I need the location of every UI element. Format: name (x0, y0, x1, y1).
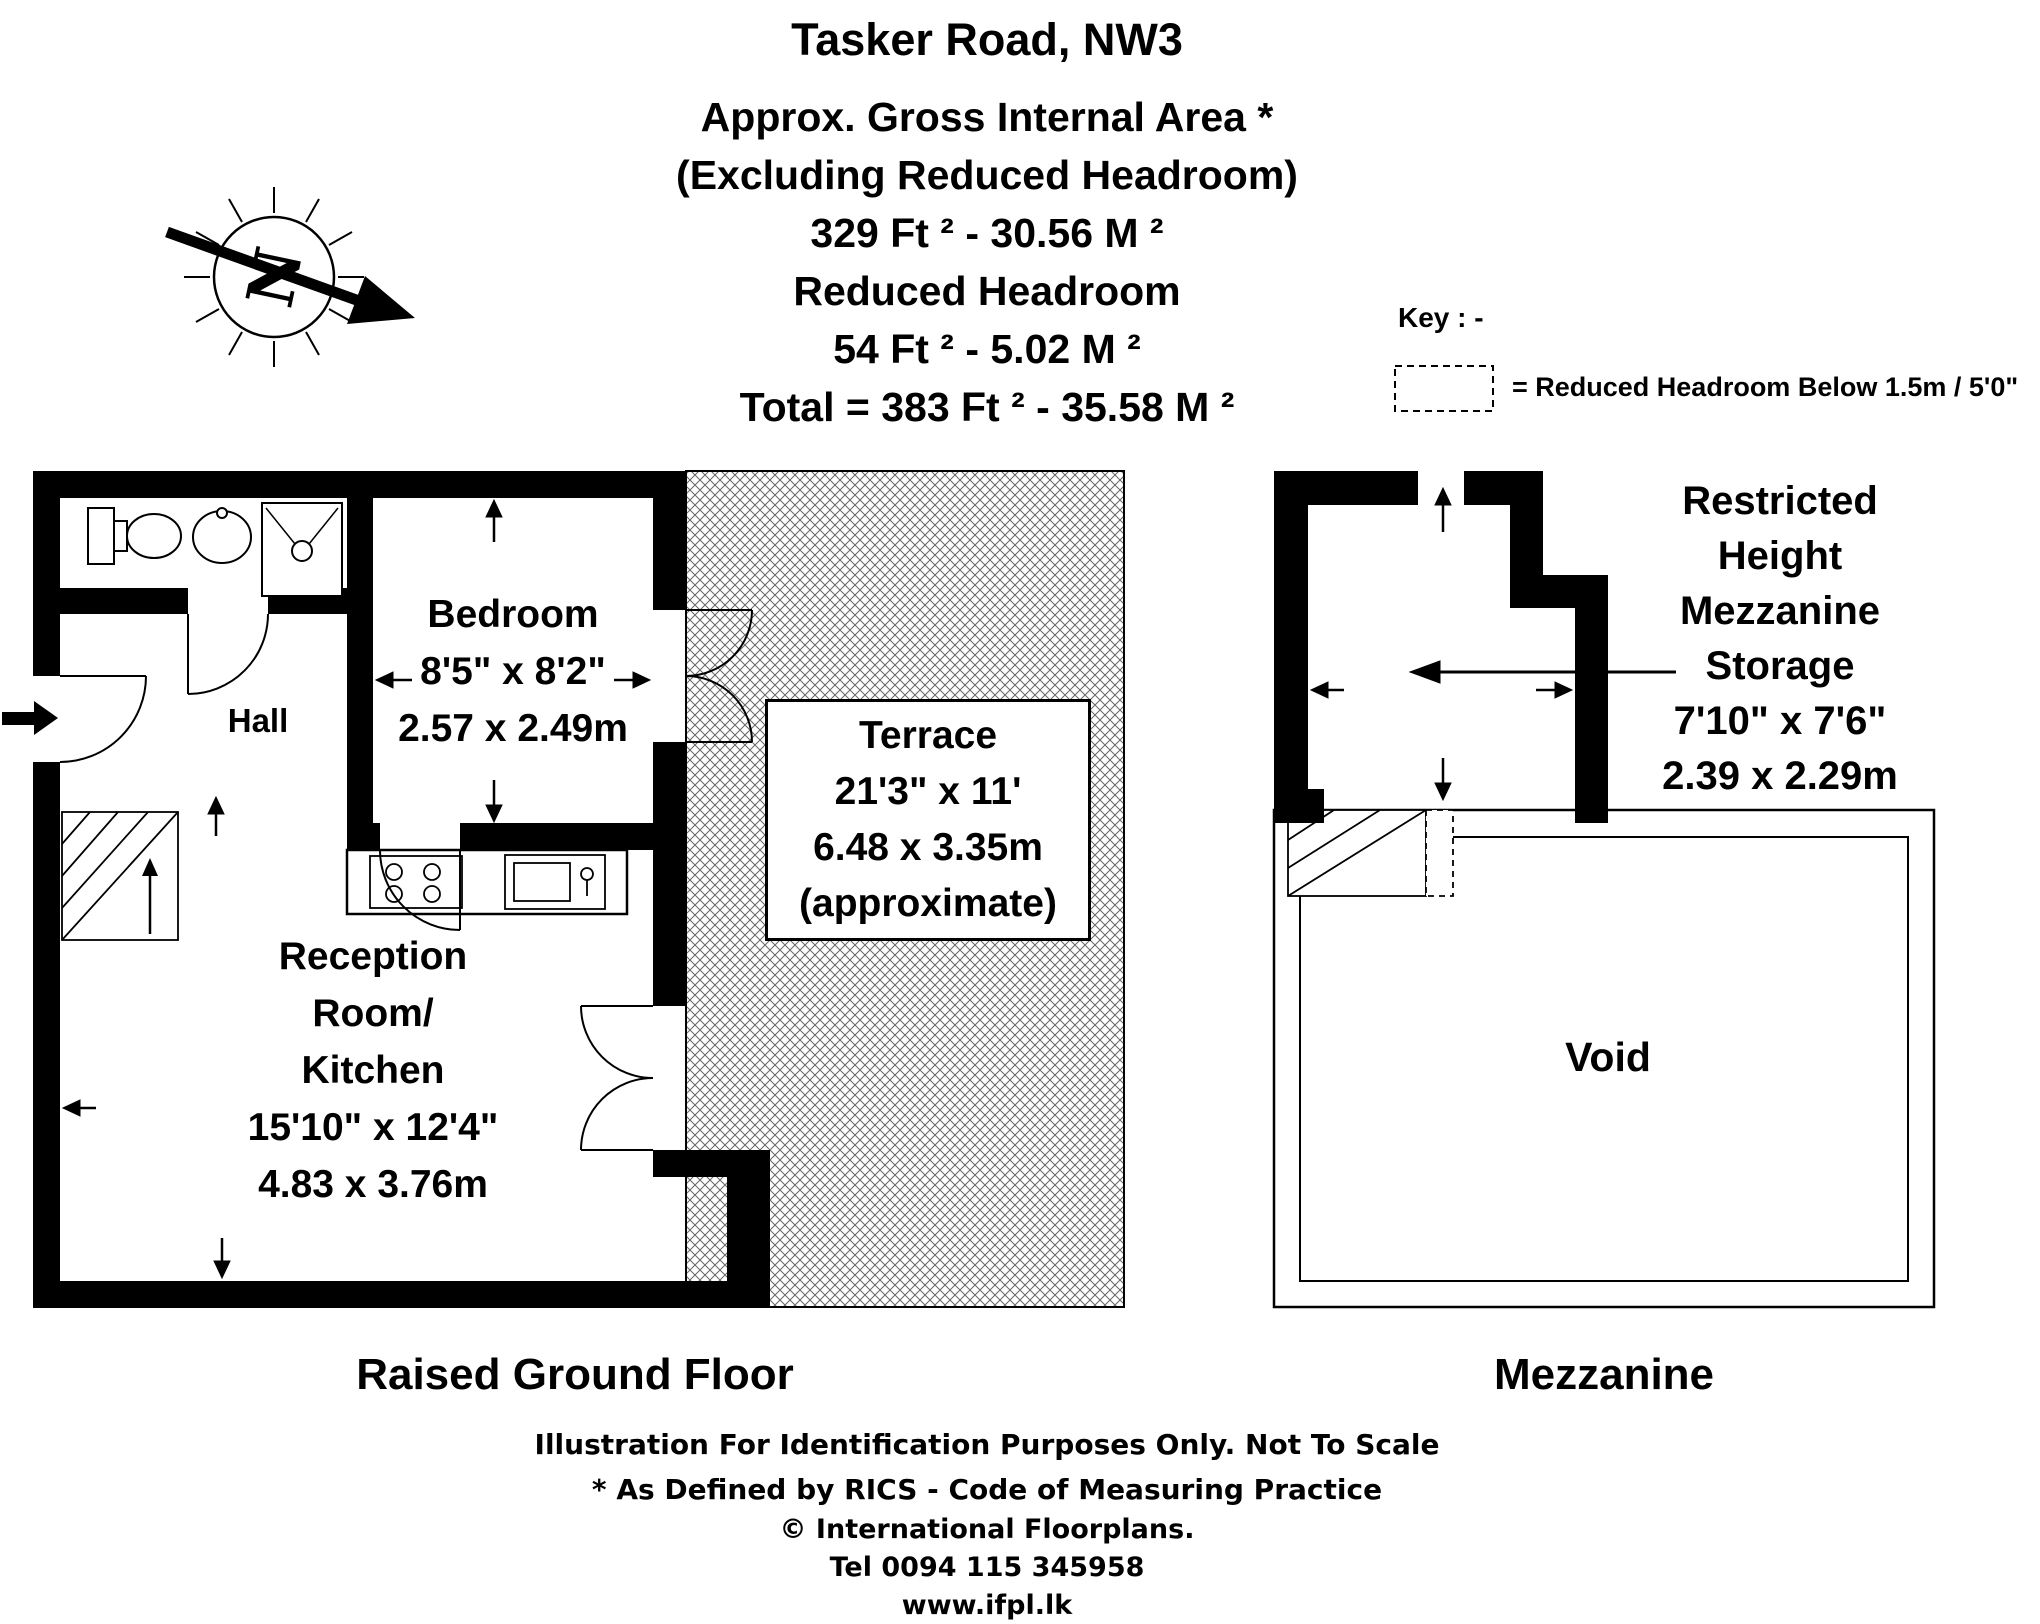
area-subheading: (Excluding Reduced Headroom) (676, 152, 1298, 198)
terrace-label-box: Terrace 21'3" x 11' 6.48 x 3.35m (approx… (765, 699, 1091, 941)
void-label: Void (1565, 1034, 1651, 1080)
header: Tasker Road, NW3 Approx. Gross Internal … (676, 14, 1298, 436)
reception-name-line1: Reception (278, 935, 468, 978)
door-swings (59, 609, 753, 1151)
bedroom-metric-dims: 2.57 x 2.49m (398, 707, 628, 750)
terrace-metric-dims: 6.48 x 3.35m (813, 826, 1043, 869)
bedroom-name: Bedroom (427, 593, 599, 636)
storage-name-line2: Height (1717, 534, 1843, 578)
ground-floor-dimension-arrows (61, 498, 652, 1280)
mezzanine-plan (1272, 471, 1936, 1309)
reception-metric-dims: 4.83 x 3.76m (258, 1163, 488, 1206)
kitchen-sink-icon (504, 854, 606, 910)
mezzanine-walls (1274, 471, 1608, 823)
reception-imperial-dims: 15'10" x 12'4" (247, 1106, 499, 1149)
terrace-note: (approximate) (799, 882, 1057, 925)
stairs-direction-arrow (142, 858, 158, 876)
bedroom-imperial-dims: 8'5" x 8'2" (420, 650, 606, 693)
footer-phone: Tel 0094 115 345958 (829, 1552, 1145, 1583)
basin-icon (192, 507, 252, 564)
terrace-imperial-dims: 21'3" x 11' (834, 770, 1022, 813)
storage-name-line3: Mezzanine (1679, 589, 1881, 633)
north-indicator: N (165, 187, 415, 367)
storage-name-line4: Storage (1705, 644, 1855, 688)
shower-icon (261, 502, 343, 597)
mezzanine-floor-name: Mezzanine (1493, 1350, 1715, 1399)
north-circle (212, 215, 336, 339)
north-sun-rays (184, 187, 364, 367)
toilet-icon (87, 507, 182, 565)
hob-icon (369, 855, 463, 909)
total-area-value: Total = 383 Ft ² - 35.58 M ² (739, 384, 1235, 430)
footer-copyright: © International Floorplans. (779, 1514, 1195, 1545)
storage-label: Restricted Height Mezzanine Storage 7'10… (1662, 474, 1898, 804)
bathroom-fixtures (87, 502, 343, 597)
mezzanine-dimension-arrows (1309, 486, 1574, 802)
footer-website: www.ifpl.lk (901, 1590, 1073, 1621)
kitchen-counter (345, 848, 629, 916)
stairs-icon (61, 811, 179, 941)
entrance-arrow-icon (2, 701, 58, 735)
storage-metric-dims: 2.39 x 2.29m (1662, 754, 1898, 798)
north-arrow-shaft (165, 226, 364, 308)
terrace-name: Terrace (858, 714, 998, 757)
north-arrow-head (347, 276, 415, 324)
bedroom-label: Bedroom 8'5" x 8'2" 2.57 x 2.49m (398, 586, 628, 757)
reception-name-line3: Kitchen (301, 1049, 445, 1092)
ground-floor-name: Raised Ground Floor (356, 1350, 794, 1399)
key-label: Key : - (1398, 302, 1484, 333)
reduced-headroom-dashed-area (1425, 809, 1454, 897)
hall-label: Hall (227, 702, 289, 739)
storage-imperial-dims: 7'10" x 7'6" (1673, 699, 1887, 743)
key-reduced-headroom-swatch (1394, 365, 1494, 412)
gross-area-value: 329 Ft ² - 30.56 M ² (810, 210, 1164, 256)
area-heading: Approx. Gross Internal Area * (700, 94, 1274, 140)
mezzanine-stairs-icon (1287, 809, 1427, 897)
reduced-headroom-heading: Reduced Headroom (793, 268, 1181, 314)
page-title: Tasker Road, NW3 (791, 14, 1183, 65)
reception-label: Reception Room/ Kitchen 15'10" x 12'4" 4… (248, 928, 499, 1213)
ground-floor-walls (33, 471, 770, 1308)
reception-name-line2: Room/ (312, 992, 434, 1035)
storage-pointer-arrow (1408, 660, 1676, 684)
key-legend: = Reduced Headroom Below 1.5m / 5'0" (1512, 372, 2019, 402)
reduced-headroom-value: 54 Ft ² - 5.02 M ² (833, 326, 1141, 372)
footer-disclaimer: Illustration For Identification Purposes… (534, 1428, 1440, 1461)
footer-rics-note: * As Defined by RICS - Code of Measuring… (591, 1473, 1383, 1506)
storage-name-line1: Restricted (1682, 479, 1878, 523)
footer: Illustration For Identification Purposes… (535, 1428, 1440, 1621)
